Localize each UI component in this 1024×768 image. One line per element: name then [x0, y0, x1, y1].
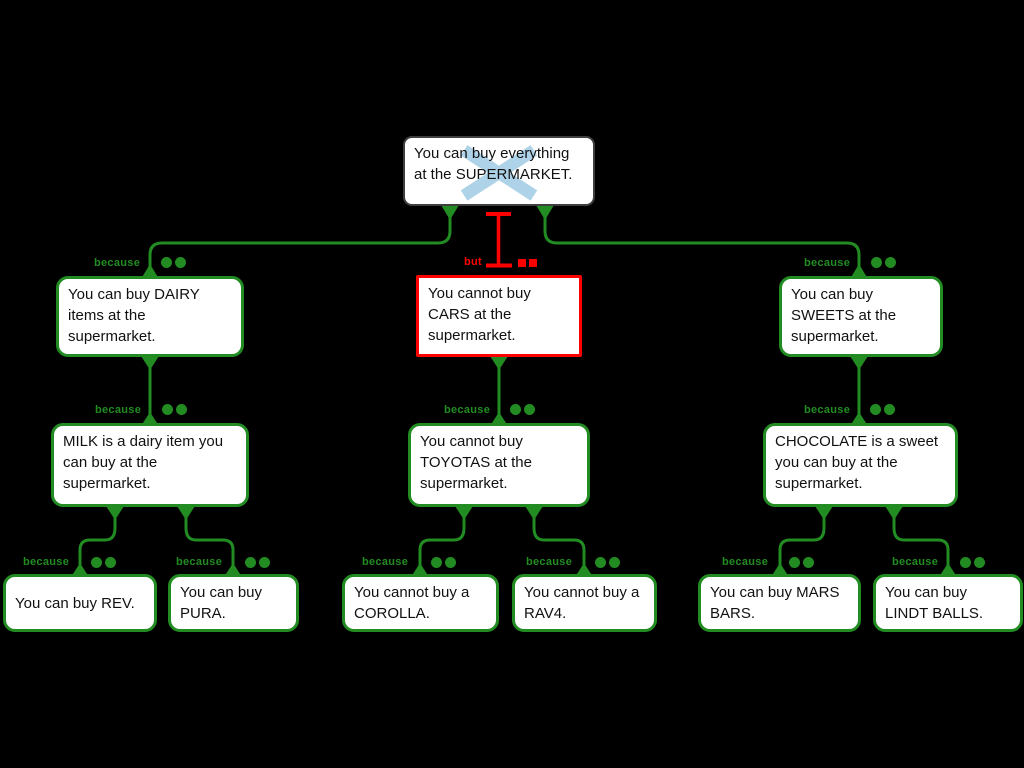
- reason-dots-icon: [162, 404, 190, 416]
- connector-label-but: but: [464, 256, 483, 268]
- claim-box-dairy[interactable]: You can buy DAIRY items at the supermark…: [56, 276, 244, 357]
- claim-box-milk[interactable]: MILK is a dairy item you can buy at the …: [51, 423, 249, 507]
- claim-text: You can buy PURA.: [180, 584, 263, 622]
- claim-text: MILK is a dairy item you can buy at the …: [63, 433, 224, 492]
- rejected-cross-icon: [460, 145, 538, 201]
- reason-dots-icon: [871, 257, 899, 269]
- reason-dots-icon: [960, 557, 988, 569]
- claim-text: You can buy DAIRY items at the supermark…: [68, 286, 200, 345]
- claim-box-pura[interactable]: You can buy PURA.: [168, 574, 299, 632]
- claim-box-corolla[interactable]: You cannot buy a COROLLA.: [342, 574, 499, 632]
- claim-text: You cannot buy a COROLLA.: [354, 584, 470, 622]
- connector-label-because: because: [722, 556, 769, 568]
- reason-dots-icon: [789, 557, 817, 569]
- claim-box-sweets[interactable]: You can buy SWEETS at the supermarket.: [779, 276, 943, 357]
- connector-label-because: because: [892, 556, 939, 568]
- claim-text: You can buy everything at the SUPERMARKE…: [414, 145, 573, 183]
- claim-box-mars-bars[interactable]: You can buy MARS BARS.: [698, 574, 861, 632]
- claim-box-rav4[interactable]: You cannot buy a RAV4.: [512, 574, 657, 632]
- claim-text: You cannot buy a RAV4.: [524, 584, 640, 622]
- claim-box-chocolate[interactable]: CHOCOLATE is a sweet you can buy at the …: [763, 423, 958, 507]
- connector-chocolate-mars: [778, 506, 826, 575]
- reason-dots-icon: [870, 404, 898, 416]
- objection-squares-icon: [518, 259, 540, 268]
- connector-label-because: because: [23, 556, 70, 568]
- claim-box-cars[interactable]: You cannot buy CARS at the supermarket.: [416, 275, 582, 357]
- claim-box-toyotas[interactable]: You cannot buy TOYOTAS at the supermarke…: [408, 423, 590, 507]
- reason-dots-icon: [161, 257, 189, 269]
- claim-text: You cannot buy CARS at the supermarket.: [428, 285, 531, 344]
- connector-label-because: because: [526, 556, 573, 568]
- reason-dots-icon: [431, 557, 459, 569]
- connector-milk-pura: [184, 506, 235, 575]
- connector-toyotas-rav4: [532, 506, 586, 575]
- connector-label-because: because: [94, 257, 141, 269]
- claim-box-lindt-balls[interactable]: You can buy LINDT BALLS.: [873, 574, 1023, 632]
- connector-label-because: because: [804, 257, 851, 269]
- claim-text: You can buy LINDT BALLS.: [885, 584, 984, 622]
- connector-label-because: because: [95, 404, 142, 416]
- connector-root-sweets: [543, 206, 861, 276]
- connector-label-because: because: [804, 404, 851, 416]
- claim-text: You can buy REV.: [15, 594, 135, 612]
- connector-label-because: because: [362, 556, 409, 568]
- reason-dots-icon: [595, 557, 623, 569]
- connector-toyotas-corolla: [418, 506, 466, 575]
- claim-box-root[interactable]: You can buy everything at the SUPERMARKE…: [403, 136, 595, 206]
- claim-text: You cannot buy TOYOTAS at the supermarke…: [420, 433, 532, 492]
- reason-dots-icon: [245, 557, 273, 569]
- claim-text: You can buy MARS BARS.: [710, 584, 840, 622]
- claim-text: CHOCOLATE is a sweet you can buy at the …: [775, 433, 939, 492]
- reason-dots-icon: [91, 557, 119, 569]
- connector-label-because: because: [444, 404, 491, 416]
- connector-chocolate-lindt: [892, 506, 950, 575]
- connector-label-because: because: [176, 556, 223, 568]
- connector-milk-rev: [78, 506, 117, 575]
- claim-box-rev[interactable]: You can buy REV.: [3, 574, 157, 632]
- claim-text: You can buy SWEETS at the supermarket.: [791, 286, 897, 345]
- connector-root-dairy: [148, 206, 452, 276]
- reason-dots-icon: [510, 404, 538, 416]
